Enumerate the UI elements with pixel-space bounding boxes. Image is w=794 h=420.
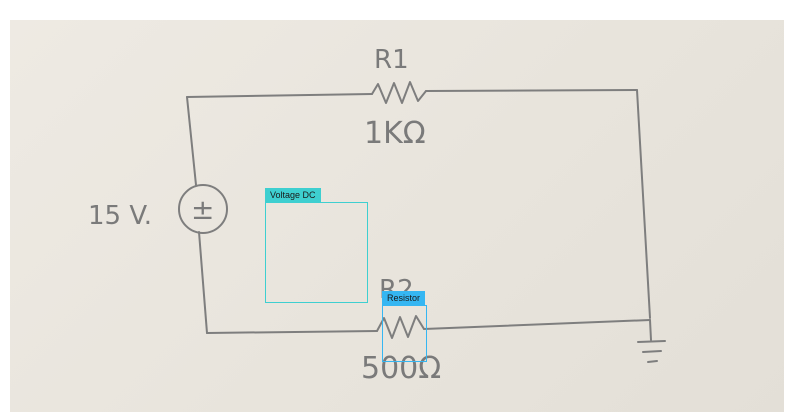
source-polarity-symbol: ± [191, 193, 214, 226]
r1-value-label: 1KΩ [364, 116, 426, 151]
paper-sheet [10, 20, 784, 412]
resistor-annotation-label: Resistor [382, 291, 426, 305]
voltage-dc-annotation-label: Voltage DC [265, 188, 321, 202]
resistor-r1-symbol [371, 81, 427, 104]
r2-value-label: 500Ω [361, 351, 441, 386]
ground-symbol [637, 319, 666, 363]
wire-left-lower [198, 231, 208, 334]
source-value-label: 15 V. [88, 201, 152, 231]
wire-bottom-right [423, 319, 651, 330]
resistor-r2-symbol [376, 315, 425, 339]
wire-top-right [425, 89, 638, 92]
wire-bottom-left [206, 330, 378, 334]
resistor-bounding-box[interactable] [382, 305, 427, 362]
wire-left-upper [186, 96, 197, 186]
voltage-dc-bounding-box[interactable] [265, 202, 368, 303]
r1-name-label: R1 [374, 45, 409, 75]
voltage-source-circle [178, 184, 228, 234]
wire-right [636, 89, 651, 319]
wire-top-left [186, 93, 373, 98]
